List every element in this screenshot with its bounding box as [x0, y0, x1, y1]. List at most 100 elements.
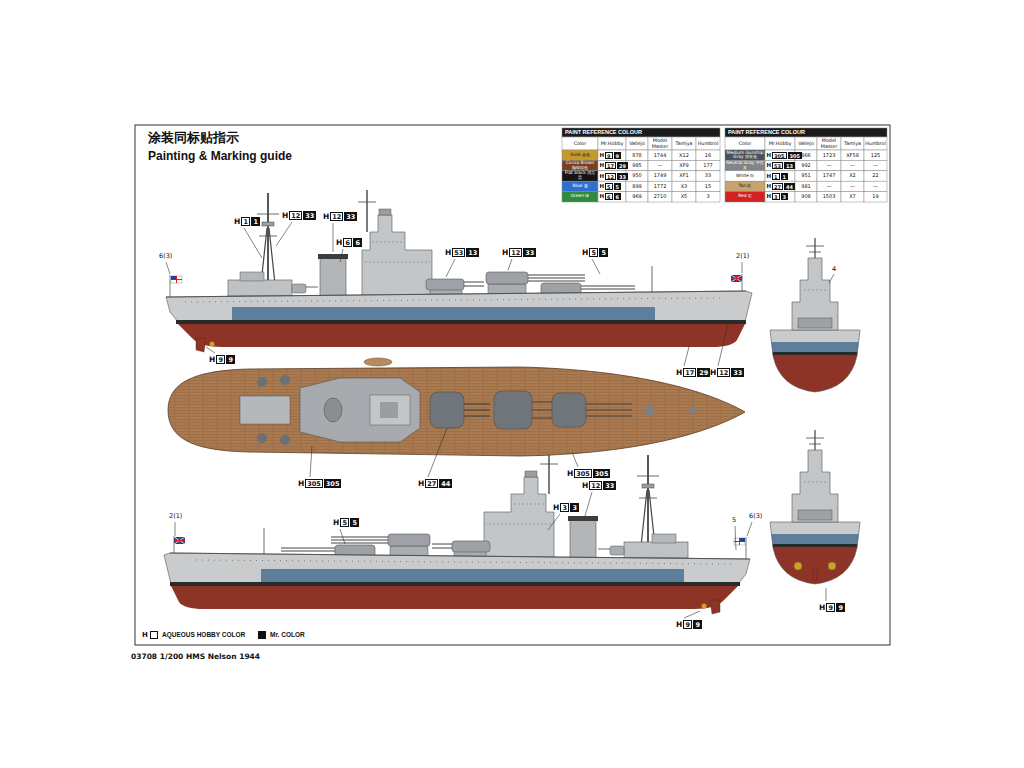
leader-line — [572, 452, 578, 467]
paint-code: X12 — [672, 150, 696, 160]
chinese-heading: 涂装同标贴指示 — [148, 131, 239, 144]
aqueous-number: 305 — [574, 469, 592, 478]
leader-line — [826, 588, 827, 601]
table-cell-frame — [696, 150, 720, 160]
callout-number: 6(3) — [749, 513, 762, 520]
paint-code: 125 — [864, 150, 887, 160]
aqueous-number: 12 — [605, 173, 616, 180]
leader-line — [508, 259, 512, 270]
column-heading: Vallejo — [795, 137, 817, 150]
paint-code: 866 — [795, 150, 817, 160]
mr-color-number: 33 — [617, 173, 628, 180]
table-cell-frame — [765, 137, 795, 150]
paint-code: 951 — [795, 171, 817, 181]
paint-code: — — [817, 181, 841, 191]
leader-line — [829, 274, 834, 283]
aqueous-number: 6 — [343, 238, 352, 247]
mr-color-number: 5 — [599, 248, 608, 257]
table-cell-frame — [795, 181, 817, 191]
table-cell-frame — [598, 137, 626, 150]
aqueous-prefix: H — [600, 183, 605, 190]
mr-color-number: 13 — [784, 162, 795, 169]
stern-view — [765, 430, 865, 587]
table-cell-frame — [648, 192, 672, 202]
paint-code: 19 — [864, 192, 887, 202]
mr-color-number: 9 — [614, 152, 621, 159]
legend-entry: AQUEOUS HOBBY COLOR — [150, 631, 245, 639]
table-cell-frame — [817, 192, 841, 202]
top-view — [370, 395, 410, 425]
leader-line — [166, 262, 170, 274]
top-view — [690, 407, 696, 413]
table-cell-frame — [817, 160, 841, 170]
aqueous-prefix: H — [767, 193, 772, 200]
paint-code: 908 — [795, 192, 817, 202]
paint-code: 15 — [696, 181, 720, 191]
mr-color-number: 44 — [439, 479, 452, 488]
paint-code: — — [648, 160, 672, 170]
leader-line — [310, 446, 312, 477]
mr-color-number: 44 — [784, 183, 795, 190]
top-view — [300, 378, 420, 442]
table-cell-frame — [696, 160, 720, 170]
callout-number: 2(1) — [169, 513, 182, 520]
mr-color-number: 9 — [693, 620, 702, 629]
callout-number: 6(3) — [159, 253, 172, 260]
stern-view — [828, 562, 836, 570]
callout-letter: H — [582, 248, 588, 257]
callout-letter: H — [582, 481, 588, 490]
aqueous-number: 1 — [241, 217, 250, 226]
callout-letter: H — [298, 479, 304, 488]
table-cell-frame — [648, 150, 672, 160]
table-cell-frame — [841, 150, 864, 160]
legend-text: Mr. COLOR — [270, 631, 305, 639]
aqueous-number: 305 — [772, 152, 786, 159]
paint-code: XF1 — [672, 171, 696, 181]
table-cell-frame — [696, 192, 720, 202]
callout-letter: H — [676, 368, 682, 377]
table-cell-frame — [841, 160, 864, 170]
leader-line — [718, 324, 728, 366]
mr-color-number: 33 — [303, 211, 316, 220]
paint-code: — — [864, 181, 887, 191]
table-cell-frame — [765, 181, 795, 191]
aqueous-number: 27 — [425, 479, 438, 488]
top-view — [364, 358, 392, 366]
mr-color-number: 5 — [614, 183, 621, 190]
table-cell-frame — [864, 171, 887, 181]
top-view — [464, 403, 490, 404]
paint-code: X5 — [672, 192, 696, 202]
callout-letter: H — [819, 603, 825, 612]
callout-number: 2(1) — [736, 253, 749, 260]
aqueous-number: 5 — [340, 518, 349, 527]
paint-code: — — [841, 181, 864, 191]
paint-code: — — [817, 160, 841, 170]
top-view — [168, 367, 745, 456]
starboard-side-view — [166, 190, 752, 352]
top-view — [464, 409, 490, 410]
table-cell-frame — [598, 192, 626, 202]
leader-line — [684, 343, 690, 366]
callout-letter: H — [323, 212, 329, 221]
mr-color-number: 29 — [617, 162, 628, 169]
table-cell-frame — [817, 150, 841, 160]
leader-line — [684, 611, 700, 618]
callout-letter: H — [676, 620, 682, 629]
aqueous-number: 3 — [560, 503, 569, 512]
table-cell-frame — [696, 181, 720, 191]
table-cell-frame — [841, 137, 864, 150]
table-cell-frame — [672, 192, 696, 202]
callout-letter: H — [553, 503, 559, 512]
top-view — [280, 375, 290, 385]
page-border — [135, 125, 890, 645]
mr-color-number: 1 — [251, 217, 260, 226]
paint-code: — — [864, 160, 887, 170]
table-cell-frame — [864, 160, 887, 170]
table-cell-frame — [765, 192, 795, 202]
table-cell-frame — [725, 181, 765, 191]
aqueous-number: 6 — [605, 193, 612, 200]
top-view — [586, 409, 632, 410]
callout-letter: H — [234, 217, 240, 226]
paint-code: — — [841, 160, 864, 170]
